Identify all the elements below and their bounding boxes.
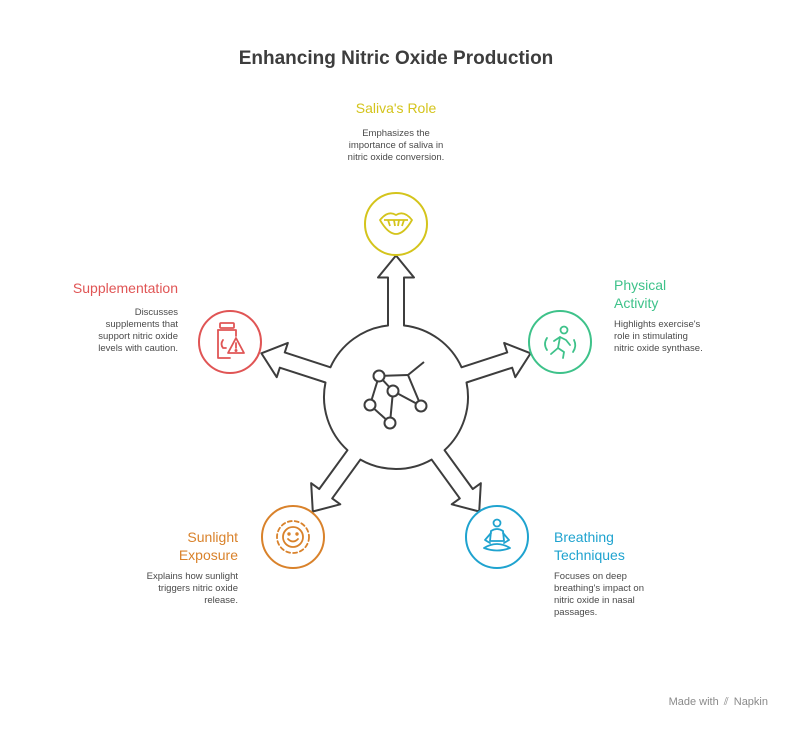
supplementation-title: Supplementation [72, 280, 178, 296]
saliva-description: Emphasizes the importance of saliva in n… [347, 128, 445, 163]
sunlight-title: Sunlight Exposure [178, 529, 238, 563]
saliva-node-circle [364, 192, 428, 256]
breathing-title: Breathing Techniques [554, 529, 625, 563]
sun-face-icon [276, 520, 310, 554]
physical-title: Physical Activity [614, 277, 667, 311]
made-with-label: Made with [668, 696, 719, 708]
physical-node-circle [528, 310, 592, 374]
running-person-icon [544, 325, 577, 359]
meditation-icon [483, 518, 511, 552]
breathing-node-circle [465, 505, 529, 569]
page-title: Enhancing Nitric Oxide Production [238, 48, 554, 69]
hub-arrows-shape [260, 254, 532, 513]
napkin-brand-label: Napkin [733, 696, 768, 708]
supplement-jar-warning-icon [217, 322, 245, 359]
supplementation-description: Discusses supplements that support nitri… [98, 307, 178, 354]
sunlight-node-circle [261, 505, 325, 569]
sunlight-description: Explains how sunlight triggers nitric ox… [146, 571, 238, 606]
molecule-icon [363, 361, 428, 430]
supplementation-node-circle [198, 310, 262, 374]
napkin-logo-icon: ⫽ [723, 696, 729, 708]
footer-credit: Made with ⫽ Napkin [669, 696, 768, 709]
saliva-title: Saliva's Role [355, 100, 437, 116]
breathing-description: Focuses on deep breathing's impact on ni… [554, 571, 645, 618]
mouth-icon [379, 212, 413, 235]
physical-description: Highlights exercise's role in stimulatin… [614, 319, 703, 354]
